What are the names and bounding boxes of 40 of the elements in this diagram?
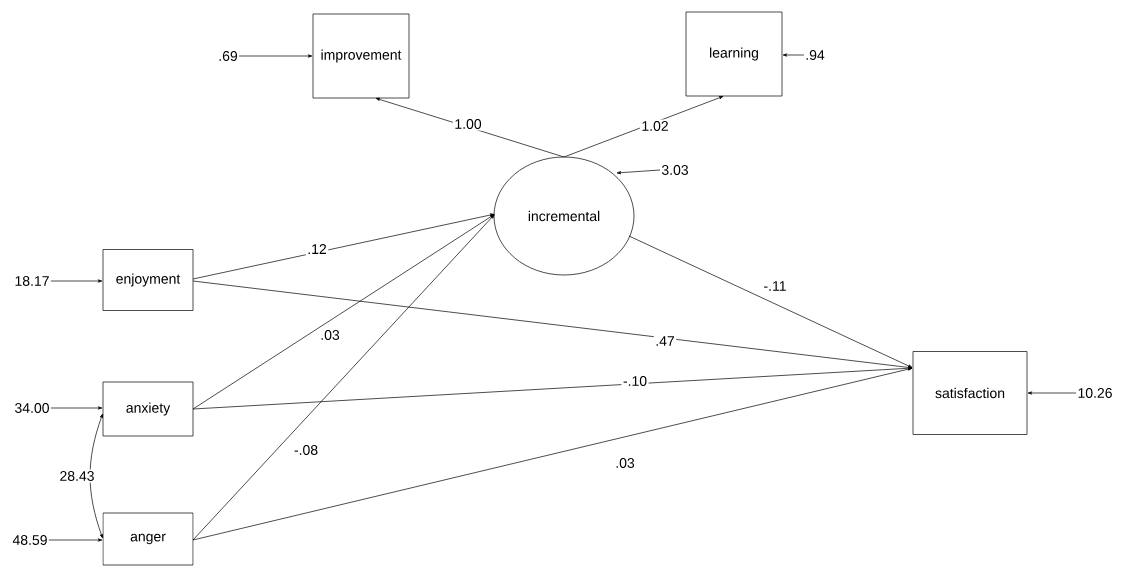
variance-value: .69 [219, 51, 238, 61]
arrow [192, 214, 495, 410]
arrow [50, 406, 103, 410]
edge-label: .12 [305, 242, 329, 256]
arrow [238, 54, 313, 58]
arrow [50, 279, 103, 283]
arrow [192, 367, 913, 541]
edge-label: -.08 [292, 443, 320, 457]
arrow [563, 96, 724, 158]
variable-box: learning [685, 11, 783, 97]
variance-value: 10.26 [1078, 388, 1112, 398]
arrow [628, 235, 913, 368]
variable-box: enjoyment [102, 249, 194, 311]
variance-value: 3.03 [661, 165, 688, 175]
arrow [375, 97, 565, 158]
variance-value: .94 [806, 50, 825, 60]
arrow [192, 366, 913, 410]
arrow [782, 53, 805, 57]
edge-label: .03 [318, 328, 342, 342]
edge-label: -.10 [621, 374, 649, 388]
edge-label: .03 [613, 456, 637, 470]
variable-box: anger [102, 512, 194, 566]
arrow [192, 214, 495, 541]
arrow [616, 169, 661, 175]
edge-label: 28.43 [58, 469, 96, 483]
variance-value: 48.59 [12, 535, 47, 545]
variance-value: 18.17 [15, 276, 49, 286]
arrow [192, 213, 495, 280]
arrow [192, 280, 913, 369]
edge-label: 1.02 [639, 119, 671, 133]
variance-value: 34.00 [15, 403, 49, 413]
variable-box: improvement [312, 13, 410, 99]
edge-label: .47 [653, 334, 677, 348]
variable-box: anxiety [102, 381, 194, 437]
arrow [48, 538, 103, 542]
edge-label: -.11 [761, 279, 789, 293]
arrow [1027, 391, 1077, 395]
variable-box: satisfaction [912, 351, 1028, 435]
edge-label: 1.00 [452, 117, 484, 131]
double-arrow [89, 413, 103, 539]
